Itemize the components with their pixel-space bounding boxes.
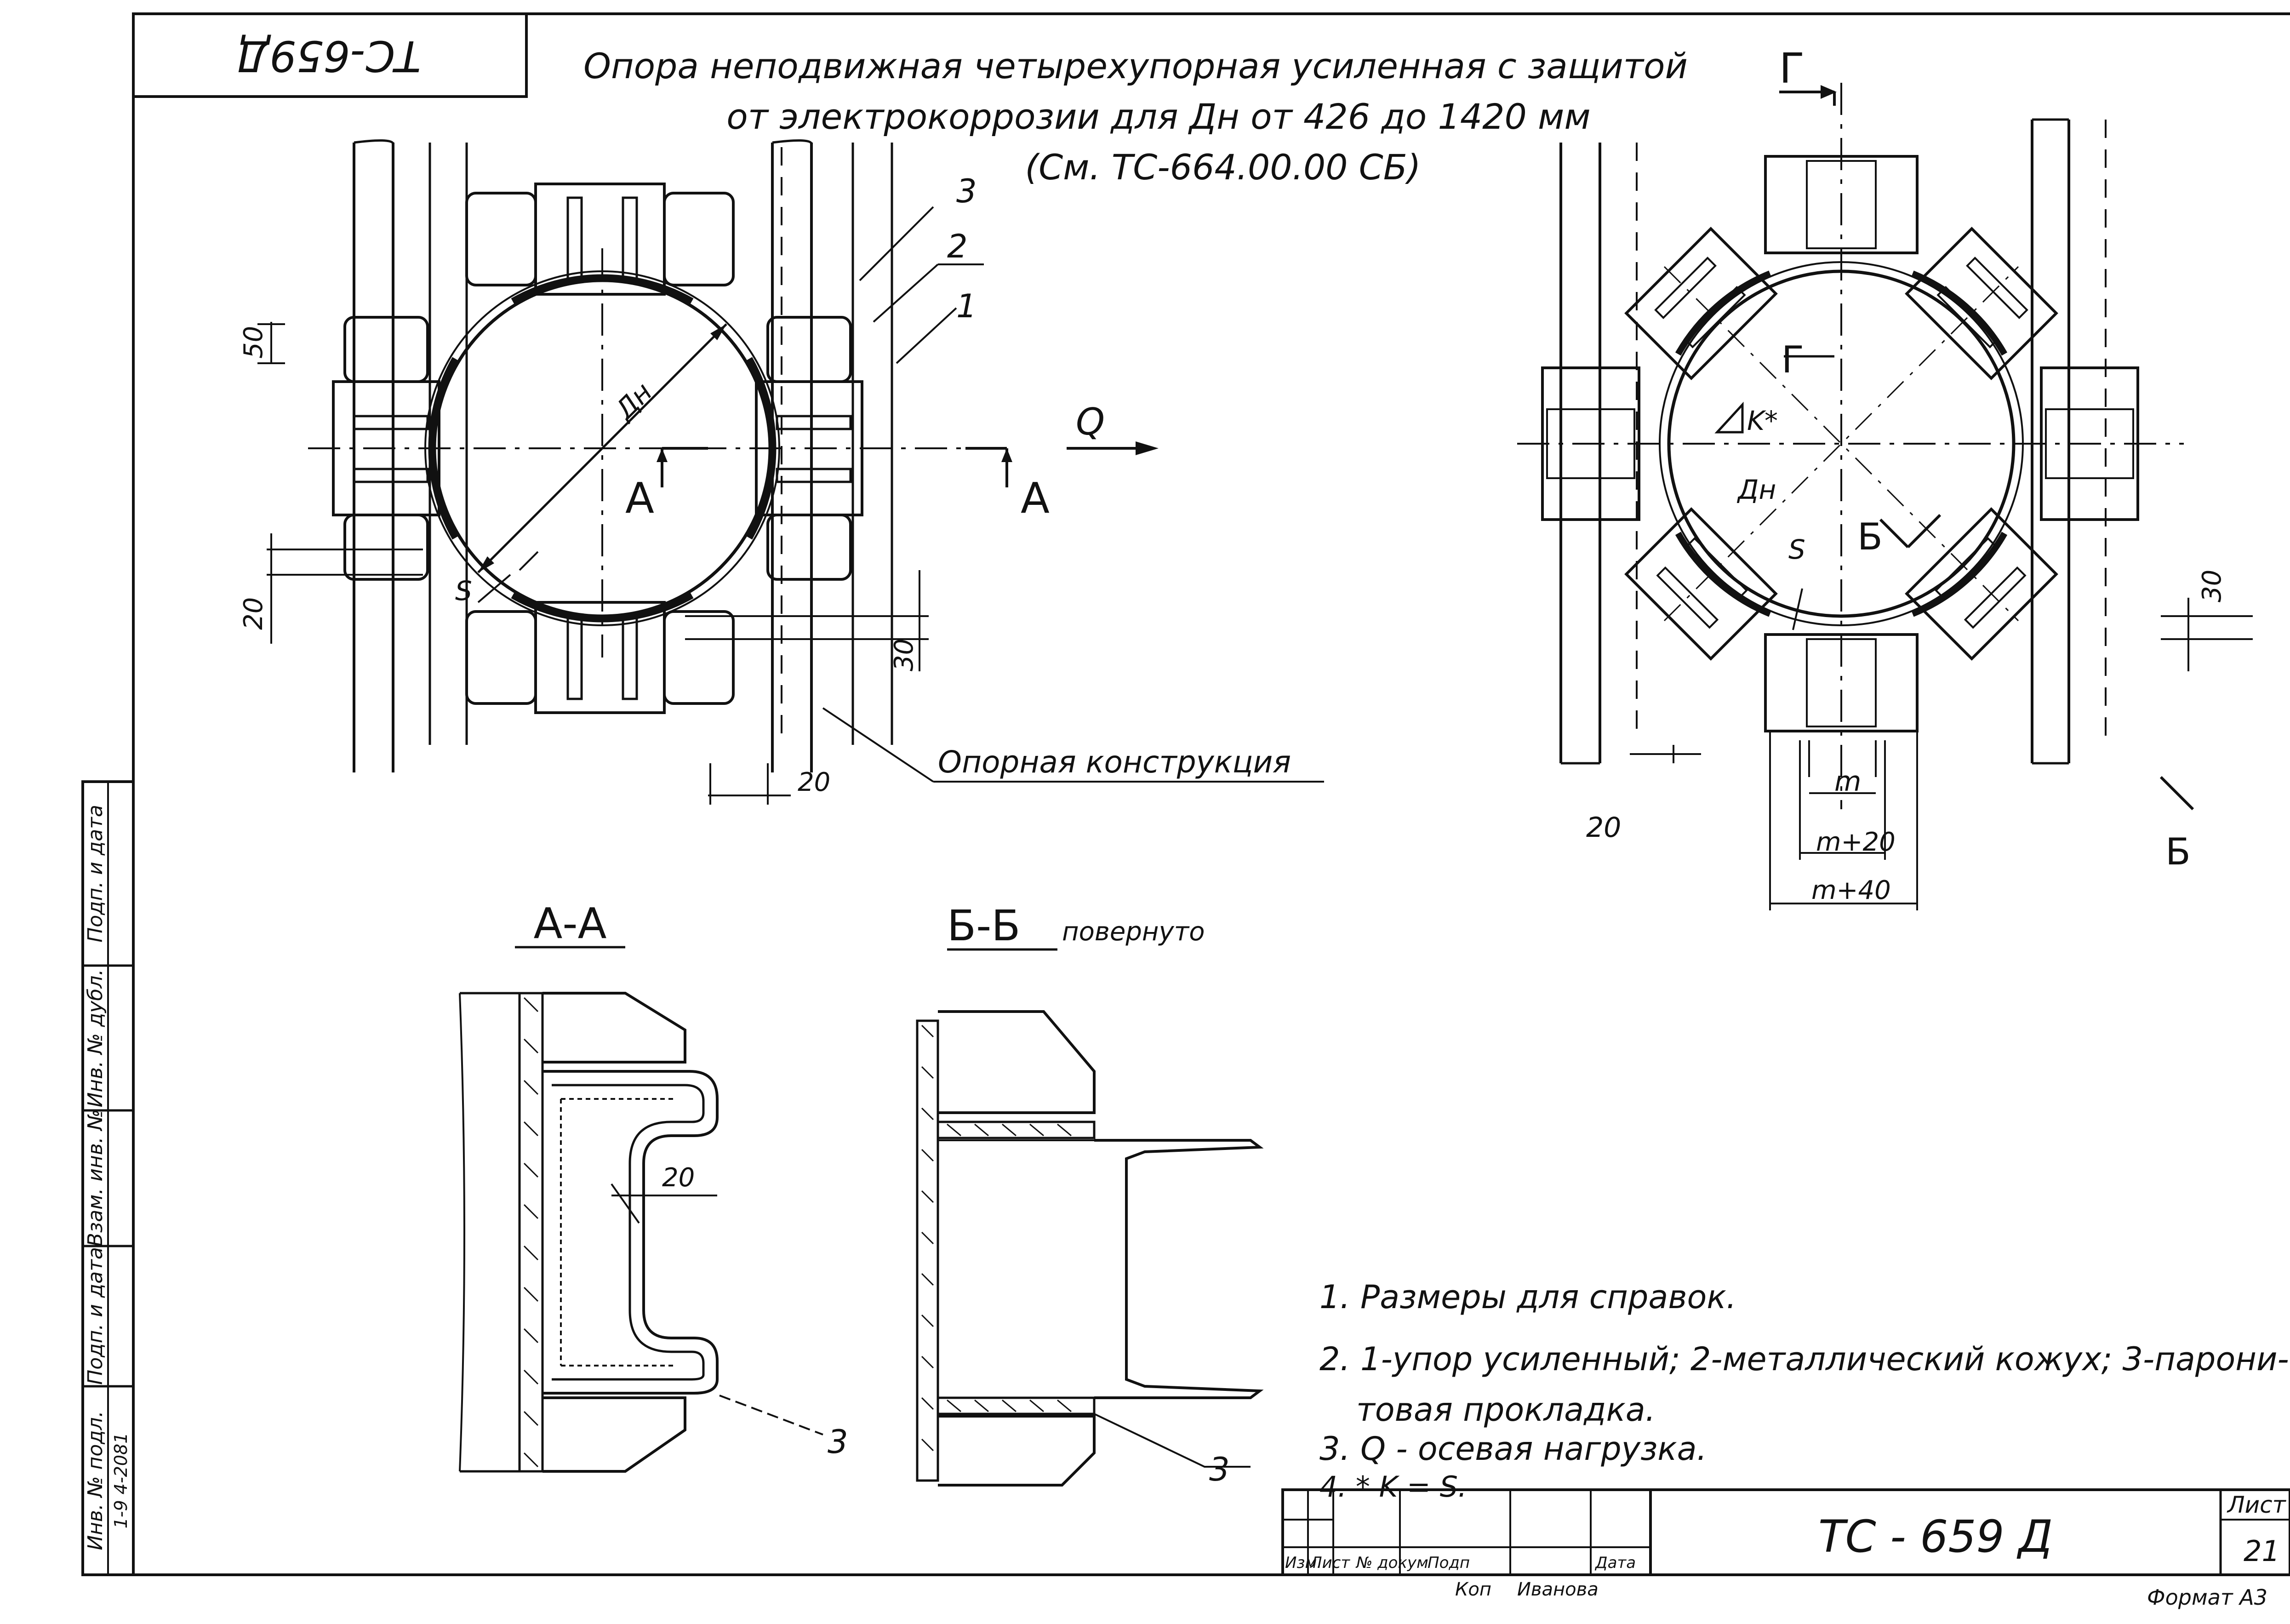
left-dim-20-bottom: 20	[798, 767, 830, 797]
side-stamp-field-1: Подп. и дата	[84, 805, 107, 943]
title-line-2: от электрокоррозии для Дн от 426 до 1420…	[726, 96, 1590, 137]
support-structure-label: Опорная конструкция	[938, 744, 1291, 780]
section-aa-dim-20: 20	[662, 1163, 695, 1193]
left-s-label: S	[455, 575, 472, 606]
left-dim-20: 20	[239, 597, 268, 630]
sheet-number: 21	[2244, 1534, 2280, 1568]
left-dim-50: 50	[239, 326, 268, 359]
right-dim-m20: m+20	[1816, 827, 1896, 857]
right-dim-30: 30	[2197, 570, 2227, 602]
top-stamp-text: ТС-659Д	[236, 31, 421, 80]
left-dn-label: Дн	[608, 376, 658, 426]
side-stamp-field-3: Взам. инв. №	[84, 1109, 107, 1247]
right-dim-m40: m+40	[1811, 875, 1891, 905]
section-bb-callout-3: 3	[1209, 1451, 1230, 1488]
col-izm: Изм.	[1285, 1554, 1322, 1572]
section-bb-title: Б-Б	[947, 901, 1020, 950]
note-3: 3. Q - осевая нагрузка.	[1319, 1430, 1707, 1468]
drawing-title: Опора неподвижная четырехупорная усиленн…	[583, 46, 1688, 188]
section-b-marker-inner: Б	[1857, 515, 1883, 558]
right-dim-20: 20	[1586, 812, 1621, 844]
note-1: 1. Размеры для справок.	[1319, 1278, 1736, 1316]
load-q-label: Q	[1076, 400, 1105, 443]
note-2: 2. 1-упор усиленный; 2-металлический кож…	[1319, 1340, 2289, 1378]
side-stamp-code: 1-9 4-2081	[111, 1433, 131, 1529]
section-a-marker-left: А	[625, 474, 654, 523]
title-line-3: (См. ТС-664.00.00 СБ)	[1025, 147, 1421, 188]
section-aa-view	[459, 946, 823, 1473]
side-stamp-field-4: Подп. и дата	[84, 1247, 107, 1385]
sheet-label: Лист	[2227, 1492, 2287, 1518]
col-date: Дата	[1594, 1554, 1636, 1572]
right-plan-view	[1517, 83, 2253, 910]
notes-block: 1. Размеры для справок. 2. 1-упор усилен…	[1319, 1278, 2289, 1504]
section-g-marker-top: Г	[1779, 45, 1805, 93]
right-s-label: S	[1788, 534, 1805, 565]
left-dim-30: 30	[889, 639, 919, 671]
right-dim-m: m	[1834, 766, 1861, 798]
side-stamp: Подп. и дата Инв. № дубл. Взам. инв. № П…	[81, 780, 135, 1576]
left-callout-1: 1	[956, 287, 977, 325]
kop-label: Коп	[1455, 1579, 1491, 1600]
title-block	[1281, 1488, 2290, 1576]
left-plan-view	[257, 139, 1324, 805]
note-4: 4. * K = S.	[1319, 1470, 1467, 1504]
format-label: Формат А3	[2147, 1585, 2267, 1610]
section-aa-callout-3: 3	[828, 1423, 848, 1461]
right-dn-label: Дн	[1736, 474, 1776, 505]
copier-name: Иванова	[1517, 1579, 1599, 1600]
left-callout-2: 2	[947, 228, 968, 265]
col-doc: № докум	[1355, 1554, 1428, 1572]
section-a-marker-right: А	[1021, 474, 1050, 523]
col-sign: Подп	[1428, 1554, 1470, 1572]
section-bb-suffix: повернуто	[1062, 917, 1205, 947]
left-callout-3: 3	[956, 172, 977, 210]
section-aa-title: А-А	[533, 899, 606, 948]
drawing-designation: ТС - 659 Д	[1818, 1511, 2053, 1562]
section-g-marker-inner: Г	[1782, 338, 1804, 381]
section-bb-view	[916, 948, 1264, 1487]
section-b-marker-outer: Б	[2165, 830, 2191, 873]
note-2-continued: товая прокладка.	[1356, 1391, 1656, 1429]
col-list: Лист	[1309, 1554, 1350, 1572]
side-stamp-field-5: Инв. № подл.	[84, 1411, 107, 1550]
weld-k-mark: K*	[1747, 405, 1778, 436]
side-stamp-field-2: Инв. № дубл.	[84, 969, 107, 1107]
title-line-1: Опора неподвижная четырехупорная усиленн…	[583, 46, 1688, 86]
